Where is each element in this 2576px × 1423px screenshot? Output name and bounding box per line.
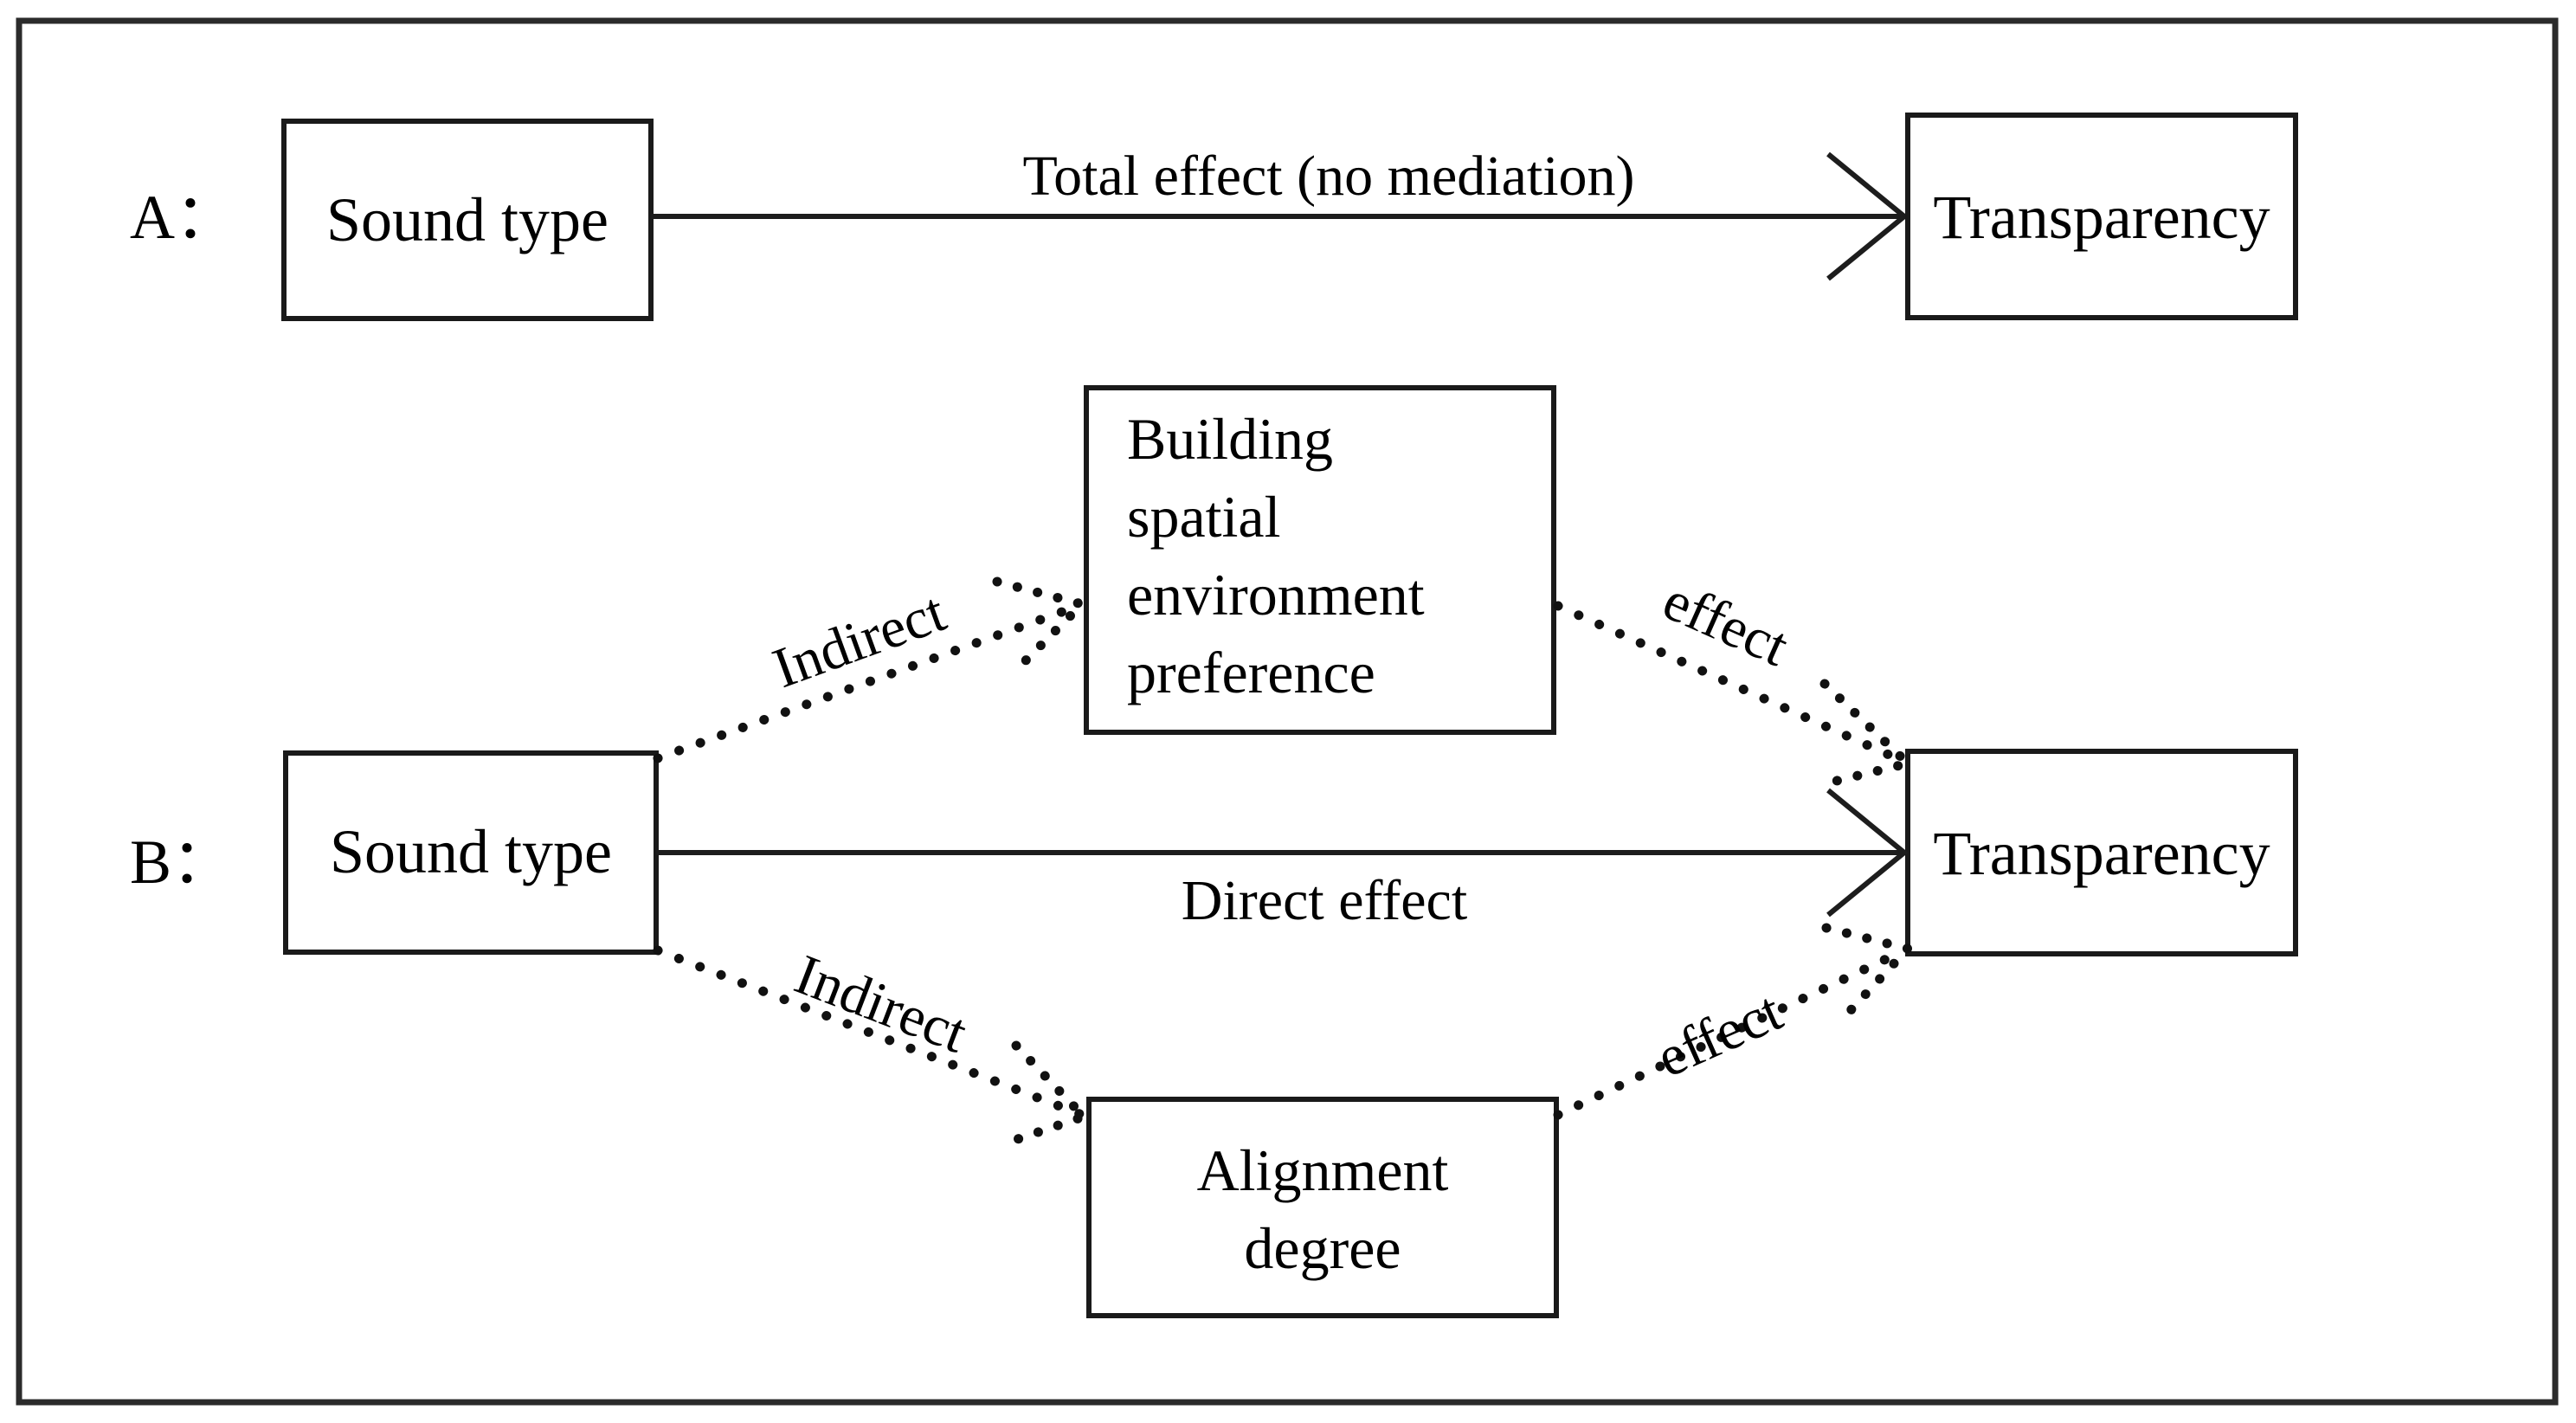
panel-b-indirect-top-left-arrowhead-icon bbox=[992, 576, 1092, 672]
panel-b-mediator-top-line2: spatial bbox=[1127, 484, 1281, 550]
panel-b-source-box bbox=[283, 750, 659, 955]
panel-b-mediator-top-line3: environment bbox=[1127, 562, 1425, 628]
panel-b-indirect-bottom-left-arrowhead-icon bbox=[1002, 1040, 1092, 1148]
panel-a-target-label: Transparency bbox=[1933, 183, 2270, 252]
panel-b-mediator-bottom-line1: Alignment bbox=[1197, 1137, 1449, 1203]
panel-b-indirect-bottom-right-line bbox=[1553, 945, 1909, 1120]
panel-b-indirect-top-right-arrowhead-icon bbox=[1819, 679, 1918, 786]
panel-a-source-label: Sound type bbox=[326, 185, 609, 254]
panel-b-indirect-top-left-line bbox=[653, 601, 1084, 763]
panel-b-indirect-top-right-line bbox=[1553, 601, 1909, 767]
panel-a-edge-label: Total effect (no mediation) bbox=[1022, 145, 1634, 208]
panel-b-direct-effect-label: Direct effect bbox=[1182, 869, 1467, 932]
figure-border bbox=[16, 17, 2559, 1406]
panel-b-indirect-bottom-left-line bbox=[653, 945, 1087, 1120]
panel-b-indirect-top-right-label: effect bbox=[1654, 569, 1798, 679]
panel-b-target-label: Transparency bbox=[1933, 819, 2270, 888]
panel-a-label: A： bbox=[130, 183, 237, 252]
panel-b-indirect-bottom-right-arrowhead-icon bbox=[1821, 923, 1917, 1025]
panel-b-mediator-top-line1: Building bbox=[1127, 406, 1333, 472]
panel-a-source-box bbox=[281, 119, 654, 321]
panel-b-mediator-bottom-box bbox=[1086, 1097, 1559, 1318]
panel-b-indirect-bottom-right-label: effect bbox=[1647, 980, 1791, 1090]
panel-b-mediator-bottom-line2: degree bbox=[1244, 1215, 1401, 1281]
panel-b-direct-arrowhead-icon bbox=[1826, 788, 1909, 918]
panel-b-source-label: Sound type bbox=[330, 817, 612, 886]
panel-b-indirect-bottom-left-label: Indirect bbox=[787, 943, 976, 1066]
panel-a-target-box bbox=[1905, 113, 2298, 320]
panel-a-arrowhead-icon bbox=[1826, 151, 1909, 281]
panel-b-label: B： bbox=[130, 827, 234, 897]
panel-b-mediator-top-box bbox=[1084, 385, 1556, 735]
panel-b-indirect-top-left-label: Indirect bbox=[765, 580, 954, 700]
panel-b-mediator-top-line4: preference bbox=[1127, 640, 1375, 705]
panel-b-target-box bbox=[1905, 749, 2298, 956]
